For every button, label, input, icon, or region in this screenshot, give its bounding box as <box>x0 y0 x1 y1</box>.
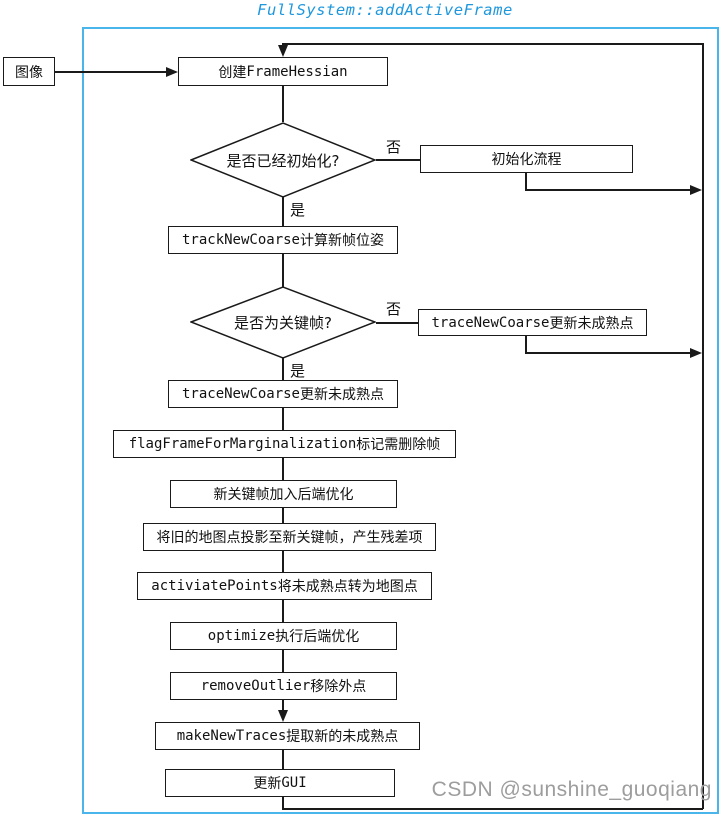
edge-remove-to-maketraces <box>282 699 284 712</box>
node-track-label-cjk: 计算新帧位姿 <box>300 233 384 249</box>
node-makenewtraces: makeNewTraces 提取新的未成熟点 <box>155 722 420 750</box>
node-trace-main-label-code: traceNewCoarse <box>181 386 300 402</box>
diamond-shape <box>190 286 376 359</box>
node-gui-label-code: GUI <box>281 775 307 791</box>
node-addkf-label: 新关键帧加入后端优化 <box>213 487 354 503</box>
node-image-label: 图像 <box>15 64 43 81</box>
label-d1-no: 否 <box>386 138 402 156</box>
node-add-keyframe-backend: 新关键帧加入后端优化 <box>170 480 397 508</box>
edge-d2-to-trace <box>282 358 284 381</box>
node-tracenewcoarse-branch: traceNewCoarse 更新未成熟点 <box>418 309 647 336</box>
loop-bottom-line <box>282 808 703 810</box>
decision-keyframe: 是否为关键帧? <box>190 286 376 359</box>
edge-image-to-create <box>55 71 166 73</box>
csdn-watermark: CSDN @sunshine_guoqiang <box>431 778 712 801</box>
edge-activate-to-optimize <box>282 599 284 622</box>
node-flag-label-cjk: 标记需删除帧 <box>356 437 441 453</box>
arrowhead-loop-into-create <box>278 45 288 57</box>
node-trace-main-label-cjk: 更新未成熟点 <box>300 387 384 403</box>
node-optimize: optimize 执行后端优化 <box>170 622 397 650</box>
edge-track-to-d2 <box>282 253 284 287</box>
edge-init-elbow-right <box>525 189 691 191</box>
loop-top-line <box>282 43 703 45</box>
diamond-shape <box>190 122 376 198</box>
label-d2-yes: 是 <box>290 362 306 380</box>
edge-maketraces-to-gui <box>282 749 284 769</box>
edge-trace-elbow-down <box>525 335 527 353</box>
arrowhead-into-maketraces <box>278 710 288 722</box>
node-create-label-code: FrameHessian <box>246 63 348 80</box>
node-project-mappoints: 将旧的地图点投影至新关键帧，产生残差项 <box>143 523 436 551</box>
edge-addkf-to-project <box>282 507 284 524</box>
node-flagframeformarginalization: flagFrameForMarginalization 标记需删除帧 <box>113 430 456 458</box>
node-removeoutlier: removeOutlier 移除外点 <box>170 672 397 700</box>
edge-trace-elbow-right <box>525 352 691 354</box>
decision-keyframe-label: 是否为关键帧? <box>234 314 332 332</box>
edge-d1-no-to-init <box>376 159 420 161</box>
decision-initialized-label: 是否已经初始化? <box>226 151 340 170</box>
arrowhead-trace-to-loop <box>690 348 702 358</box>
node-gui-label-cjk: 更新 <box>253 776 282 792</box>
edge-d2-no-to-trace <box>376 322 418 324</box>
node-maketraces-label-cjk: 提取新的未成熟点 <box>286 729 399 745</box>
arrowhead-image-to-create <box>166 67 178 77</box>
node-create-label-cjk: 创建 <box>218 64 247 81</box>
node-remove-label-code: removeOutlier <box>200 678 311 694</box>
node-init-label: 初始化流程 <box>491 152 562 168</box>
edge-optimize-to-remove <box>282 649 284 672</box>
edge-flag-to-addkf <box>282 457 284 481</box>
arrowhead-init-to-loop <box>690 185 702 195</box>
node-project-label: 将旧的地图点投影至新关键帧，产生残差项 <box>156 530 423 546</box>
node-track-label-code: trackNewCoarse <box>181 232 300 248</box>
node-tracenewcoarse-main: traceNewCoarse 更新未成熟点 <box>168 380 398 408</box>
node-init-process: 初始化流程 <box>420 145 633 173</box>
edge-create-to-d1 <box>282 86 284 122</box>
node-image: 图像 <box>3 57 55 86</box>
loop-right-line <box>702 43 704 809</box>
node-trace-branch-label-code: traceNewCoarse <box>431 314 550 331</box>
edge-trace-to-flag <box>282 407 284 431</box>
node-flag-label-code: flagFrameForMarginalization <box>128 436 357 452</box>
edge-project-to-activate <box>282 550 284 572</box>
node-remove-label-cjk: 移除外点 <box>310 679 367 695</box>
node-tracknewcoarse: trackNewCoarse 计算新帧位姿 <box>168 226 398 254</box>
node-optimize-label-code: optimize <box>207 628 276 644</box>
outer-blue-frame <box>82 27 719 814</box>
edge-init-elbow-down <box>525 172 527 190</box>
node-activiatepoints: activiatePoints 将未成熟点转为地图点 <box>137 572 432 600</box>
label-d2-no: 否 <box>386 300 402 318</box>
diagram-title: FullSystem::addActiveFrame <box>257 1 513 19</box>
decision-initialized: 是否已经初始化? <box>190 122 376 198</box>
edge-d1-to-track <box>282 197 284 227</box>
node-optimize-label-cjk: 执行后端优化 <box>275 629 360 645</box>
node-activate-label-code: activiatePoints <box>151 578 278 594</box>
edge-gui-to-loop <box>282 796 284 808</box>
node-maketraces-label-code: makeNewTraces <box>176 728 287 744</box>
label-d1-yes: 是 <box>290 201 306 219</box>
node-activate-label-cjk: 将未成熟点转为地图点 <box>277 579 418 595</box>
node-trace-branch-label-cjk: 更新未成熟点 <box>549 315 634 332</box>
